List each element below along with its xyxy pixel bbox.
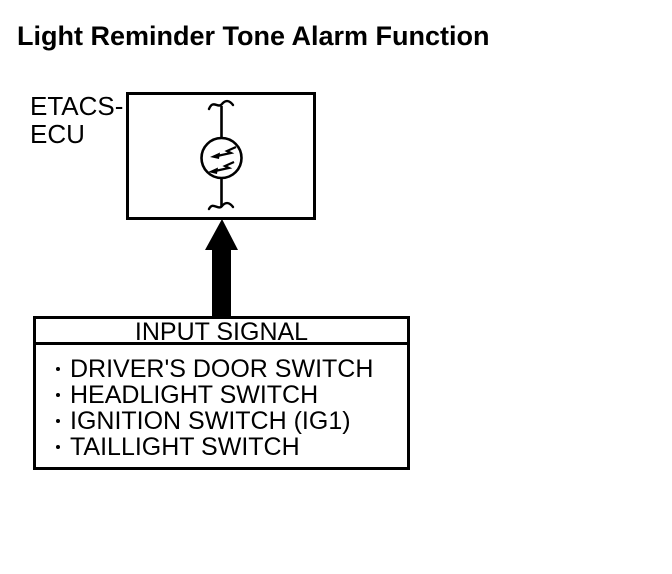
etacs-ecu-label: ETACS- ECU <box>30 92 123 148</box>
input-signal-box: INPUT SIGNAL DRIVER'S DOOR SWITCH HEADLI… <box>33 316 410 470</box>
signal-flow-arrow-icon <box>205 219 238 316</box>
etacs-ecu-box <box>126 92 316 220</box>
list-item: HEADLIGHT SWITCH <box>36 382 407 408</box>
list-item-label: HEADLIGHT SWITCH <box>70 381 319 409</box>
page-title: Light Reminder Tone Alarm Function <box>17 21 490 51</box>
input-signal-header: INPUT SIGNAL <box>36 319 407 345</box>
list-item-label: DRIVER'S DOOR SWITCH <box>70 355 374 383</box>
etacs-ecu-label-line2: ECU <box>30 119 85 149</box>
bullet-icon <box>56 367 60 371</box>
list-item: IGNITION SWITCH (IG1) <box>36 408 407 434</box>
tone-alarm-buzzer-icon <box>200 99 243 211</box>
bullet-icon <box>56 445 60 449</box>
list-item-label: IGNITION SWITCH (IG1) <box>70 407 351 435</box>
input-signal-list: DRIVER'S DOOR SWITCH HEADLIGHT SWITCH IG… <box>36 345 407 460</box>
bullet-icon <box>56 419 60 423</box>
list-item: DRIVER'S DOOR SWITCH <box>36 356 407 382</box>
bullet-icon <box>56 393 60 397</box>
list-item-label: TAILLIGHT SWITCH <box>70 433 300 461</box>
list-item: TAILLIGHT SWITCH <box>36 434 407 460</box>
etacs-ecu-label-line1: ETACS- <box>30 91 124 121</box>
